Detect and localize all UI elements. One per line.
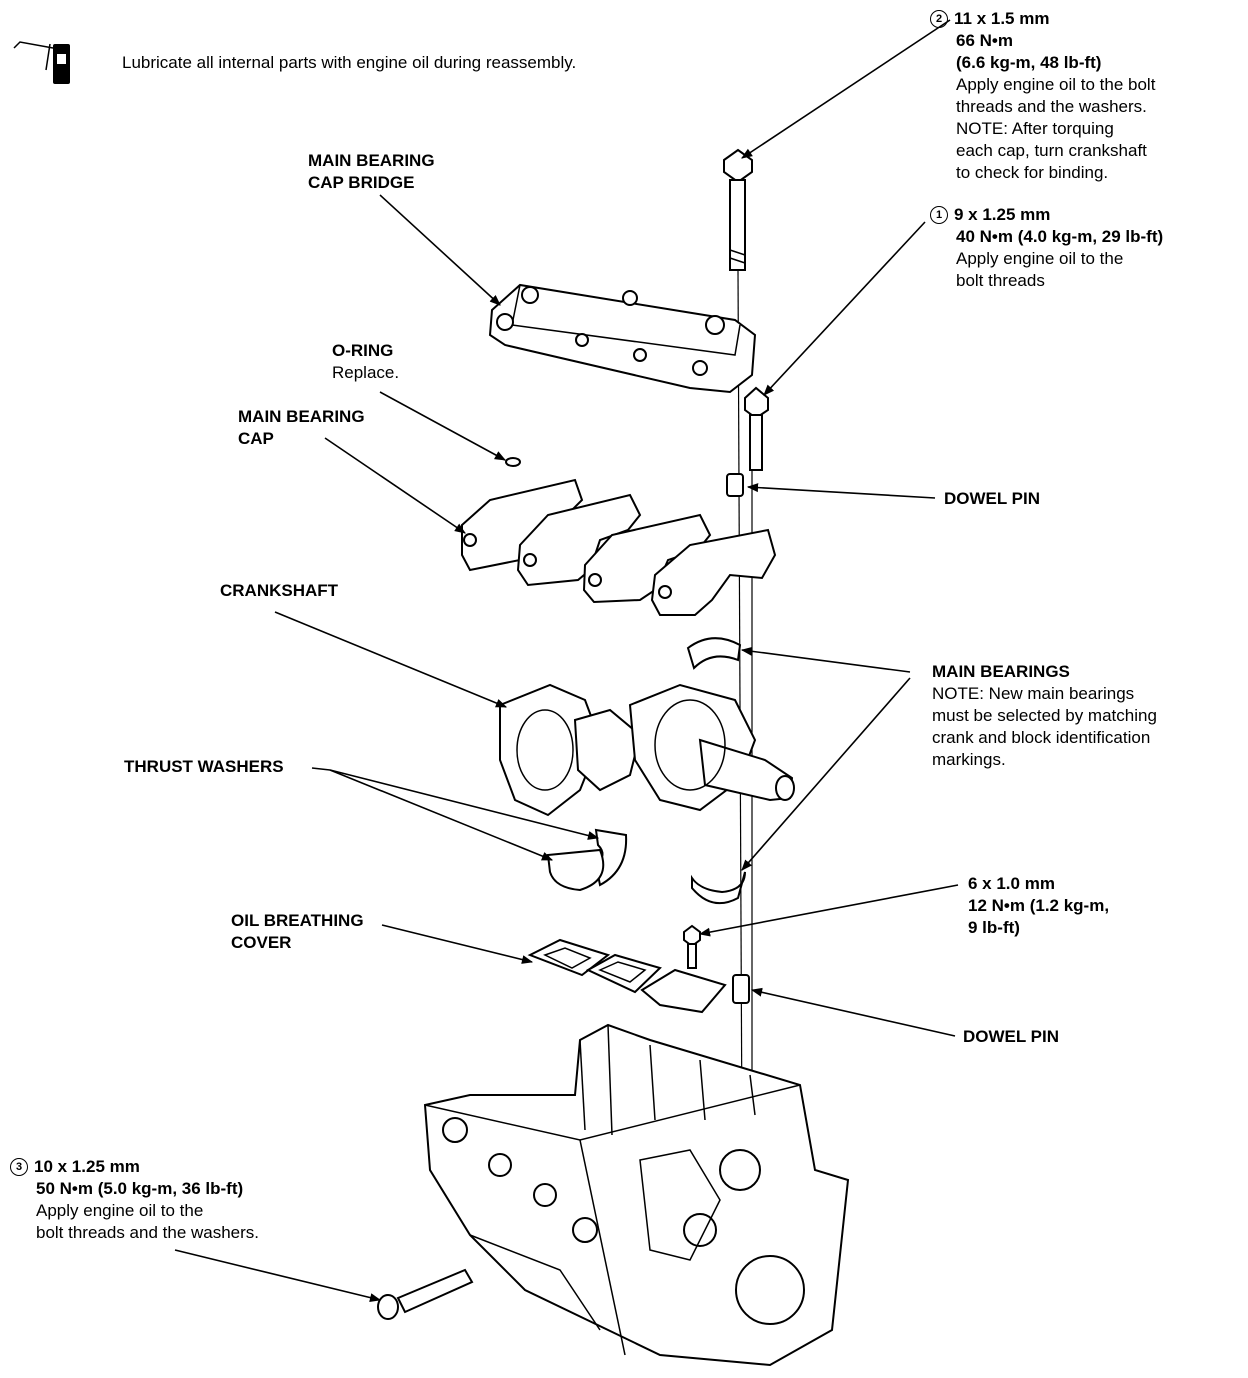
callout-number-1: 1 (930, 206, 948, 224)
bolt-3-torque: 50 N•m (5.0 kg-m, 36 lb-ft) (36, 1179, 244, 1198)
label-bolt-6mm: 6 x 1.0 mm 12 N•m (1.2 kg-m, 9 lb-ft) (968, 873, 1109, 939)
bolt-10mm (377, 1268, 474, 1320)
main-bearing-caps (461, 478, 777, 616)
bolt-2-line-4: each cap, turn crankshaft (956, 141, 1147, 160)
callout-bolt-2: 2 11 x 1.5 mm 66 N•m (6.6 kg-m, 48 lb-ft)… (930, 8, 1155, 184)
bolt-6mm-line-2: 12 N•m (1.2 kg-m, (968, 896, 1110, 915)
bolt-3-line-2: bolt threads and the washers. (36, 1223, 260, 1242)
callout-number-3: 3 (10, 1158, 28, 1176)
bolt-2-line-2: threads and the washers. (956, 97, 1147, 116)
main-bearing-lower (691, 871, 746, 905)
oil-breathing-cover (527, 938, 727, 1014)
bolt-2-size: 11 x 1.5 mm (954, 9, 1050, 28)
bolt-2-line-3: NOTE: After torquing (956, 119, 1114, 138)
lubrication-note: Lubricate all internal parts with engine… (122, 52, 576, 74)
main-bearing-cap-bridge (488, 283, 757, 394)
breather-line-1: OIL BREATHING (231, 911, 364, 930)
bolt-2-torque-alt: (6.6 kg-m, 48 lb-ft) (956, 53, 1102, 72)
engine-block (423, 1023, 850, 1367)
callout-bolt-3: 3 10 x 1.25 mm 50 N•m (5.0 kg-m, 36 lb-ft… (10, 1156, 259, 1244)
cap-bridge-line-1: MAIN BEARING (308, 151, 435, 170)
bolt-9mm (744, 386, 769, 471)
bolt-2-torque: 66 N•m (956, 31, 1013, 50)
label-o-ring: O-RING Replace. (332, 340, 399, 384)
main-bearing-upper (686, 637, 742, 670)
cap-line-1: MAIN BEARING (238, 407, 365, 426)
label-main-bearing-cap: MAIN BEARING CAP (238, 406, 365, 450)
bolt-1-torque: 40 N•m (4.0 kg-m, 29 lb-ft) (956, 227, 1164, 246)
bolt-6mm (683, 924, 701, 969)
callout-number-2: 2 (930, 10, 948, 28)
label-dowel-pin-bottom: DOWEL PIN (963, 1027, 1060, 1046)
bolt-3-line-1: Apply engine oil to the (36, 1201, 204, 1220)
bolt-2-line-5: to check for binding. (956, 163, 1109, 182)
callout-bolt-1: 1 9 x 1.25 mm 40 N•m (4.0 kg-m, 29 lb-ft)… (930, 204, 1163, 292)
label-thrust-washers: THRUST WASHERS (124, 757, 284, 776)
bolt-1-size: 9 x 1.25 mm (954, 205, 1051, 224)
cap-line-2: CAP (238, 429, 274, 448)
main-bearings-title: MAIN BEARINGS (932, 662, 1070, 681)
crankshaft (499, 683, 795, 817)
label-main-bearings: MAIN BEARINGS NOTE: New main bearings mu… (932, 661, 1157, 771)
thrust-washers (546, 828, 628, 892)
o-ring (505, 457, 521, 467)
bolt-2-line-1: Apply engine oil to the bolt (956, 75, 1156, 94)
label-dowel-pin-top: DOWEL PIN (944, 489, 1041, 508)
bolt-6mm-line-1: 6 x 1.0 mm (968, 874, 1055, 893)
dowel-pin-bottom (732, 974, 750, 1004)
oil-can-icon (13, 41, 70, 84)
lubrication-note-text: Lubricate all internal parts with engine… (122, 53, 577, 72)
breather-line-2: COVER (231, 933, 292, 952)
bolt-6mm-line-3: 9 lb-ft) (968, 918, 1020, 937)
bolt-1-line-1: Apply engine oil to the (956, 249, 1124, 268)
label-crankshaft: CRANKSHAFT (220, 581, 339, 600)
label-cap-bridge: MAIN BEARING CAP BRIDGE (308, 150, 435, 194)
bolt-11mm (723, 148, 753, 271)
dowel-pin-top (726, 473, 744, 497)
cap-bridge-line-2: CAP BRIDGE (308, 173, 415, 192)
main-bearings-line-3: crank and block identification (932, 728, 1151, 747)
bolt-3-size: 10 x 1.25 mm (34, 1157, 140, 1176)
main-bearings-line-4: markings. (932, 750, 1006, 769)
o-ring-title: O-RING (332, 341, 394, 360)
label-oil-breathing-cover: OIL BREATHING COVER (231, 910, 364, 954)
main-bearings-line-1: NOTE: New main bearings (932, 684, 1135, 703)
o-ring-sub: Replace. (332, 363, 400, 382)
main-bearings-line-2: must be selected by matching (932, 706, 1157, 725)
bolt-1-line-2: bolt threads (956, 271, 1045, 290)
leader-lines (174, 19, 959, 1302)
